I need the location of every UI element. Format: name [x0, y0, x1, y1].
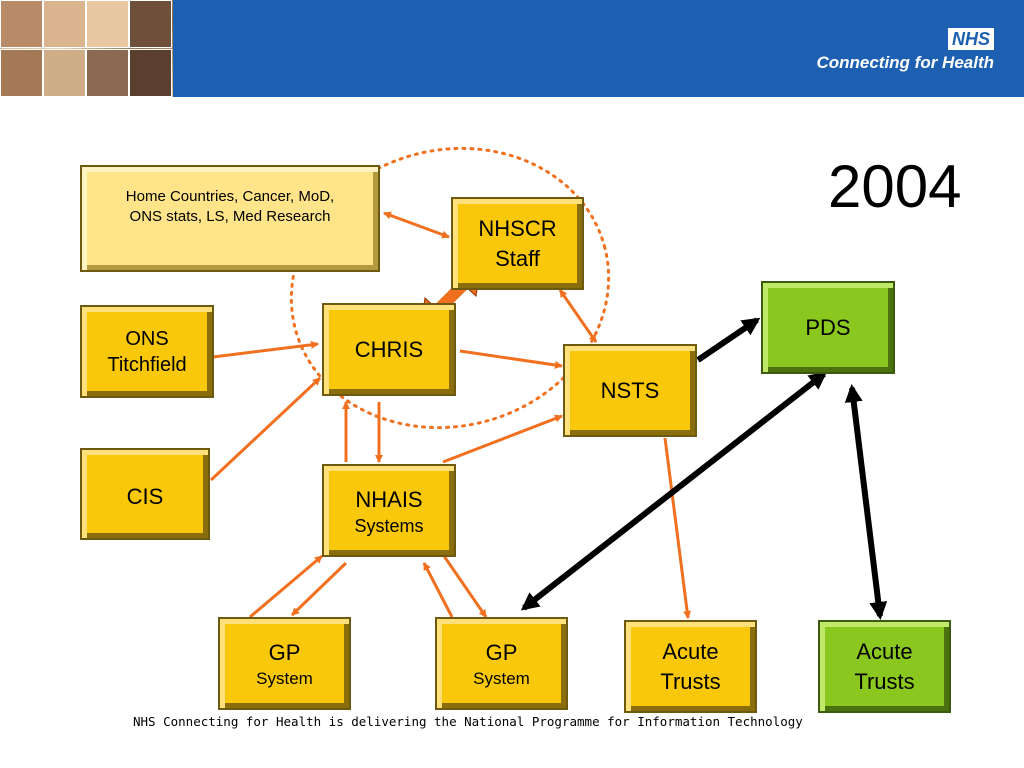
- box-acute-trusts-2: Acute Trusts: [818, 620, 951, 713]
- arrow-nhais-gp2: [442, 555, 488, 618]
- arrow-nsts-acute: [663, 437, 692, 619]
- chris-label: CHRIS: [354, 336, 424, 362]
- gp1-line1: GP: [268, 639, 301, 665]
- box-nhscr-staff: NHSCR Staff: [451, 197, 584, 290]
- photo-tile: [43, 0, 86, 48]
- footer-text: NHS Connecting for Health is delivering …: [133, 714, 803, 729]
- nhscr-line1: NHSCR: [478, 215, 557, 241]
- photo-tile: [129, 48, 172, 97]
- arrow-gp2-nhais: [422, 562, 454, 618]
- arrow-nhscr-nsts: [558, 289, 598, 343]
- acute2-line2: Trusts: [854, 668, 915, 694]
- arrow-pds-acute: [844, 384, 888, 620]
- arrow-pds-gp2: [520, 371, 828, 611]
- box-nsts: NSTS: [563, 344, 697, 437]
- acute1-line1: Acute: [662, 638, 719, 664]
- acute1-line2: Trusts: [660, 668, 721, 694]
- photo-tile: [86, 48, 129, 97]
- box-gp-system-1: GP System: [218, 617, 351, 710]
- acute2-line1: Acute: [856, 638, 913, 664]
- home-countries-line2: ONS stats, LS, Med Research: [129, 208, 331, 225]
- year-title: 2004: [828, 153, 962, 220]
- arrow-nsts-pds: [696, 317, 761, 363]
- nhais-line1: NHAIS: [355, 486, 423, 512]
- arrow-gp1-nhais: [249, 554, 323, 619]
- home-countries-line1: Home Countries, Cancer, MoD,: [125, 188, 335, 205]
- photo-tile: [0, 0, 43, 48]
- gp1-line2: System: [256, 668, 313, 688]
- ons-line1: ONS: [125, 327, 169, 350]
- chris-nhscr-group-ellipse: [289, 146, 611, 430]
- gp2-line2: System: [473, 668, 530, 688]
- arrow-home-nhscr: [383, 211, 450, 239]
- box-ons-titchfield: ONS Titchfield: [80, 305, 214, 398]
- photo-tile: [129, 0, 172, 48]
- photo-tile: [43, 48, 86, 97]
- arrow-nhais-gp1: [290, 561, 348, 617]
- nsts-label: NSTS: [600, 377, 660, 403]
- arrow-chris-nsts: [459, 349, 563, 369]
- arrow-nhais-nsts: [442, 414, 563, 464]
- box-home-countries: Home Countries, Cancer, MoD, ONS stats, …: [80, 165, 380, 272]
- box-cis: CIS: [80, 448, 210, 540]
- box-nhais-systems: NHAIS Systems: [322, 464, 456, 557]
- arrow-ons-chris: [212, 340, 319, 359]
- pds-label: PDS: [805, 315, 851, 340]
- header-banner: NHS Connecting for Health: [0, 0, 1024, 97]
- nhscr-line2: Staff: [495, 245, 540, 271]
- nhs-logo: NHS: [947, 28, 994, 50]
- photo-tile: [86, 0, 129, 48]
- arrow-cis-chris: [209, 376, 322, 482]
- box-gp-system-2: GP System: [435, 617, 568, 710]
- cis-label: CIS: [126, 484, 164, 509]
- box-acute-trusts-1: Acute Trusts: [624, 620, 757, 713]
- ons-line2: Titchfield: [107, 353, 187, 376]
- box-chris: CHRIS: [322, 303, 456, 396]
- gp2-line1: GP: [485, 639, 518, 665]
- staff-photo-collage: [0, 0, 173, 97]
- nhs-logo-block: NHS Connecting for Health: [816, 28, 994, 73]
- photo-tile: [0, 48, 43, 97]
- nhais-line2: Systems: [354, 515, 424, 536]
- box-pds: PDS: [761, 281, 895, 374]
- logo-tagline: Connecting for Health: [816, 53, 994, 72]
